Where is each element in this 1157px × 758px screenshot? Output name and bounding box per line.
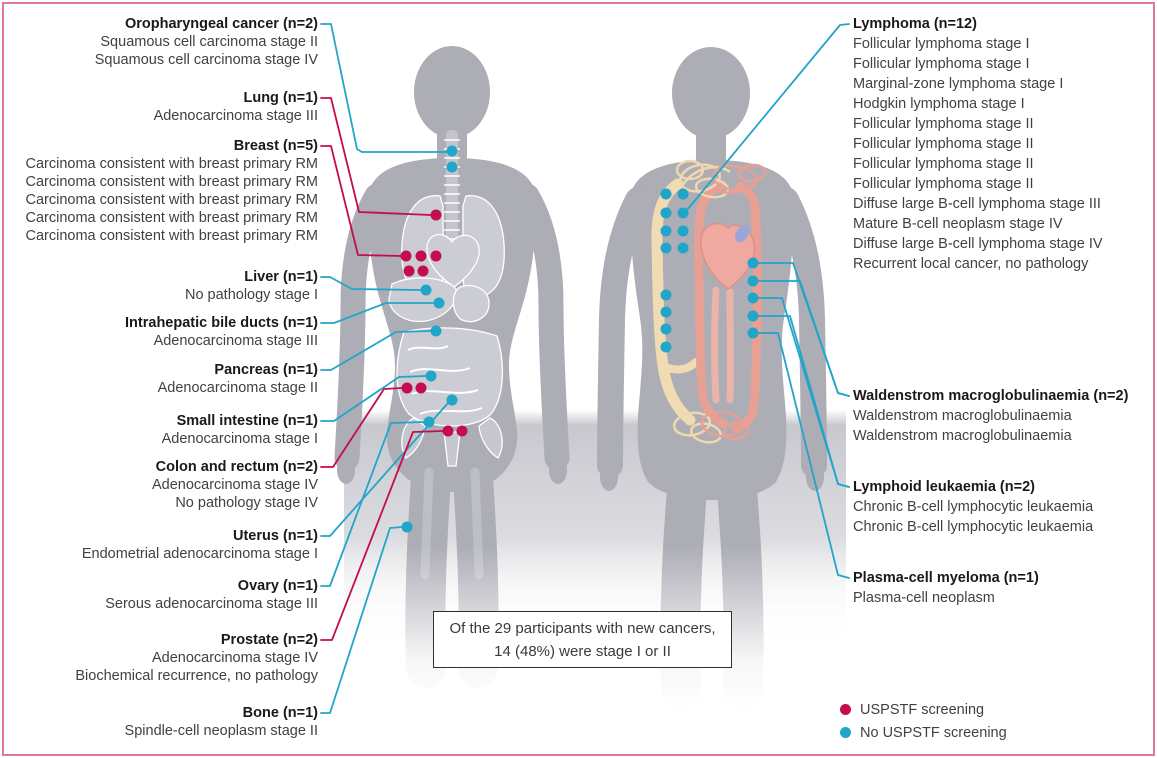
- section-lymphoma: Lymphoma (n=12) Follicular lymphoma stag…: [853, 14, 1153, 274]
- legend-item-uspstf: USPSTF screening: [840, 698, 1007, 721]
- section-bile-ducts: Intrahepatic bile ducts (n=1) Adenocarci…: [0, 314, 318, 350]
- section-pancreas: Pancreas (n=1) Adenocarcinoma stage II: [0, 361, 318, 397]
- section-small-intestine: Small intestine (n=1) Adenocarcinoma sta…: [0, 412, 318, 448]
- section-header: Small intestine (n=1): [176, 413, 318, 429]
- section-header: Bone (n=1): [242, 705, 318, 721]
- section-plasma-cell-myeloma: Plasma-cell myeloma (n=1) Plasma-cell ne…: [853, 568, 1153, 608]
- case-line: Adenocarcinoma stage I: [161, 431, 318, 447]
- section-header: Lymphoma (n=12): [853, 16, 977, 32]
- case-line: Adenocarcinoma stage II: [157, 380, 318, 396]
- case-line: Adenocarcinoma stage III: [153, 333, 318, 349]
- section-ovary: Ovary (n=1) Serous adenocarcinoma stage …: [0, 577, 318, 613]
- section-oropharyngeal: Oropharyngeal cancer (n=2) Squamous cell…: [0, 15, 318, 69]
- section-lymphoid-leukaemia: Lymphoid leukaemia (n=2) Chronic B-cell …: [853, 477, 1153, 537]
- section-header: Lymphoid leukaemia (n=2): [853, 479, 1035, 495]
- section-liver: Liver (n=1) No pathology stage I: [0, 268, 318, 304]
- case-line: Squamous cell carcinoma stage IV: [94, 52, 318, 68]
- section-prostate: Prostate (n=2) Adenocarcinoma stage IV B…: [0, 631, 318, 685]
- section-header: Waldenstrom macroglobulinaemia (n=2): [853, 388, 1129, 404]
- case-line: Carcinoma consistent with breast primary…: [25, 228, 318, 244]
- summary-line-2: 14 (48%) were stage I or II: [494, 642, 671, 660]
- case-line: Carcinoma consistent with breast primary…: [25, 210, 318, 226]
- legend-label: USPSTF screening: [860, 701, 985, 718]
- section-bone: Bone (n=1) Spindle-cell neoplasm stage I…: [0, 704, 318, 740]
- legend-label: No USPSTF screening: [860, 724, 1007, 741]
- case-line: Squamous cell carcinoma stage II: [100, 34, 318, 50]
- section-waldenstrom: Waldenstrom macroglobulinaemia (n=2) Wal…: [853, 386, 1153, 446]
- section-header: Lung (n=1): [243, 90, 318, 106]
- case-line: Carcinoma consistent with breast primary…: [25, 192, 318, 208]
- case-line: Hodgkin lymphoma stage I: [853, 96, 1025, 112]
- uspstf-dots: [400, 209, 468, 437]
- case-line: Diffuse large B-cell lymphoma stage IV: [853, 236, 1103, 252]
- case-line: Waldenstrom macroglobulinaemia: [853, 428, 1072, 444]
- case-line: Carcinoma consistent with breast primary…: [25, 156, 318, 172]
- lymphatic-overlay: [651, 159, 767, 444]
- section-header: Ovary (n=1): [237, 578, 318, 594]
- case-line: Follicular lymphoma stage I: [853, 56, 1030, 72]
- case-line: No pathology stage I: [184, 287, 318, 303]
- section-header: Breast (n=5): [233, 138, 318, 154]
- section-header: Intrahepatic bile ducts (n=1): [125, 315, 318, 331]
- case-line: Plasma-cell neoplasm: [853, 590, 995, 606]
- case-line: Follicular lymphoma stage II: [853, 176, 1034, 192]
- case-line: Mature B-cell neoplasm stage IV: [853, 216, 1063, 232]
- case-line: Adenocarcinoma stage IV: [151, 650, 318, 666]
- case-line: Carcinoma consistent with breast primary…: [25, 174, 318, 190]
- case-line: No pathology stage IV: [175, 495, 318, 511]
- section-breast: Breast (n=5) Carcinoma consistent with b…: [0, 137, 318, 245]
- lymph-node-cluster-pelvis: [672, 410, 750, 444]
- section-header: Uterus (n=1): [232, 528, 318, 544]
- case-line: Serous adenocarcinoma stage III: [105, 596, 318, 612]
- section-header: Colon and rectum (n=2): [155, 459, 318, 475]
- case-line: Adenocarcinoma stage III: [153, 108, 318, 124]
- section-lung: Lung (n=1) Adenocarcinoma stage III: [0, 89, 318, 125]
- case-line: Marginal-zone lymphoma stage I: [853, 76, 1064, 92]
- case-line: Diffuse large B-cell lymphoma stage III: [853, 196, 1101, 212]
- case-line: Spindle-cell neoplasm stage II: [124, 723, 318, 739]
- summary-box: Of the 29 participants with new cancers,…: [433, 611, 732, 668]
- case-line: Endometrial adenocarcinoma stage I: [81, 546, 318, 562]
- marker-dots: [400, 145, 759, 533]
- case-line: Recurrent local cancer, no pathology: [853, 256, 1089, 272]
- case-line: Chronic B-cell lymphocytic leukaemia: [853, 519, 1094, 535]
- section-header: Liver (n=1): [244, 269, 318, 285]
- case-line: Follicular lymphoma stage I: [853, 36, 1030, 52]
- uspstf-dot-icon: [840, 704, 851, 715]
- no-uspstf-dot-icon: [840, 727, 851, 738]
- case-line: Follicular lymphoma stage II: [853, 156, 1034, 172]
- legend-item-no-uspstf: No USPSTF screening: [840, 721, 1007, 744]
- no-uspstf-dots: [401, 145, 759, 533]
- section-header: Plasma-cell myeloma (n=1): [853, 570, 1039, 586]
- lymph-node-cluster-neck: [675, 159, 767, 199]
- case-line: Adenocarcinoma stage IV: [151, 477, 318, 493]
- connector-lines: [320, 23, 850, 714]
- case-line: Waldenstrom macroglobulinaemia: [853, 408, 1072, 424]
- case-line: Follicular lymphoma stage II: [853, 136, 1034, 152]
- section-colon-rectum: Colon and rectum (n=2) Adenocarcinoma st…: [0, 458, 318, 512]
- legend: USPSTF screening No USPSTF screening: [840, 698, 1007, 744]
- case-line: Biochemical recurrence, no pathology: [75, 668, 318, 684]
- section-header: Prostate (n=2): [220, 632, 318, 648]
- summary-line-1: Of the 29 participants with new cancers,: [449, 619, 716, 637]
- section-header: Pancreas (n=1): [214, 362, 318, 378]
- case-line: Follicular lymphoma stage II: [853, 116, 1034, 132]
- section-uterus: Uterus (n=1) Endometrial adenocarcinoma …: [0, 527, 318, 563]
- section-header: Oropharyngeal cancer (n=2): [125, 16, 318, 32]
- case-line: Chronic B-cell lymphocytic leukaemia: [853, 499, 1094, 515]
